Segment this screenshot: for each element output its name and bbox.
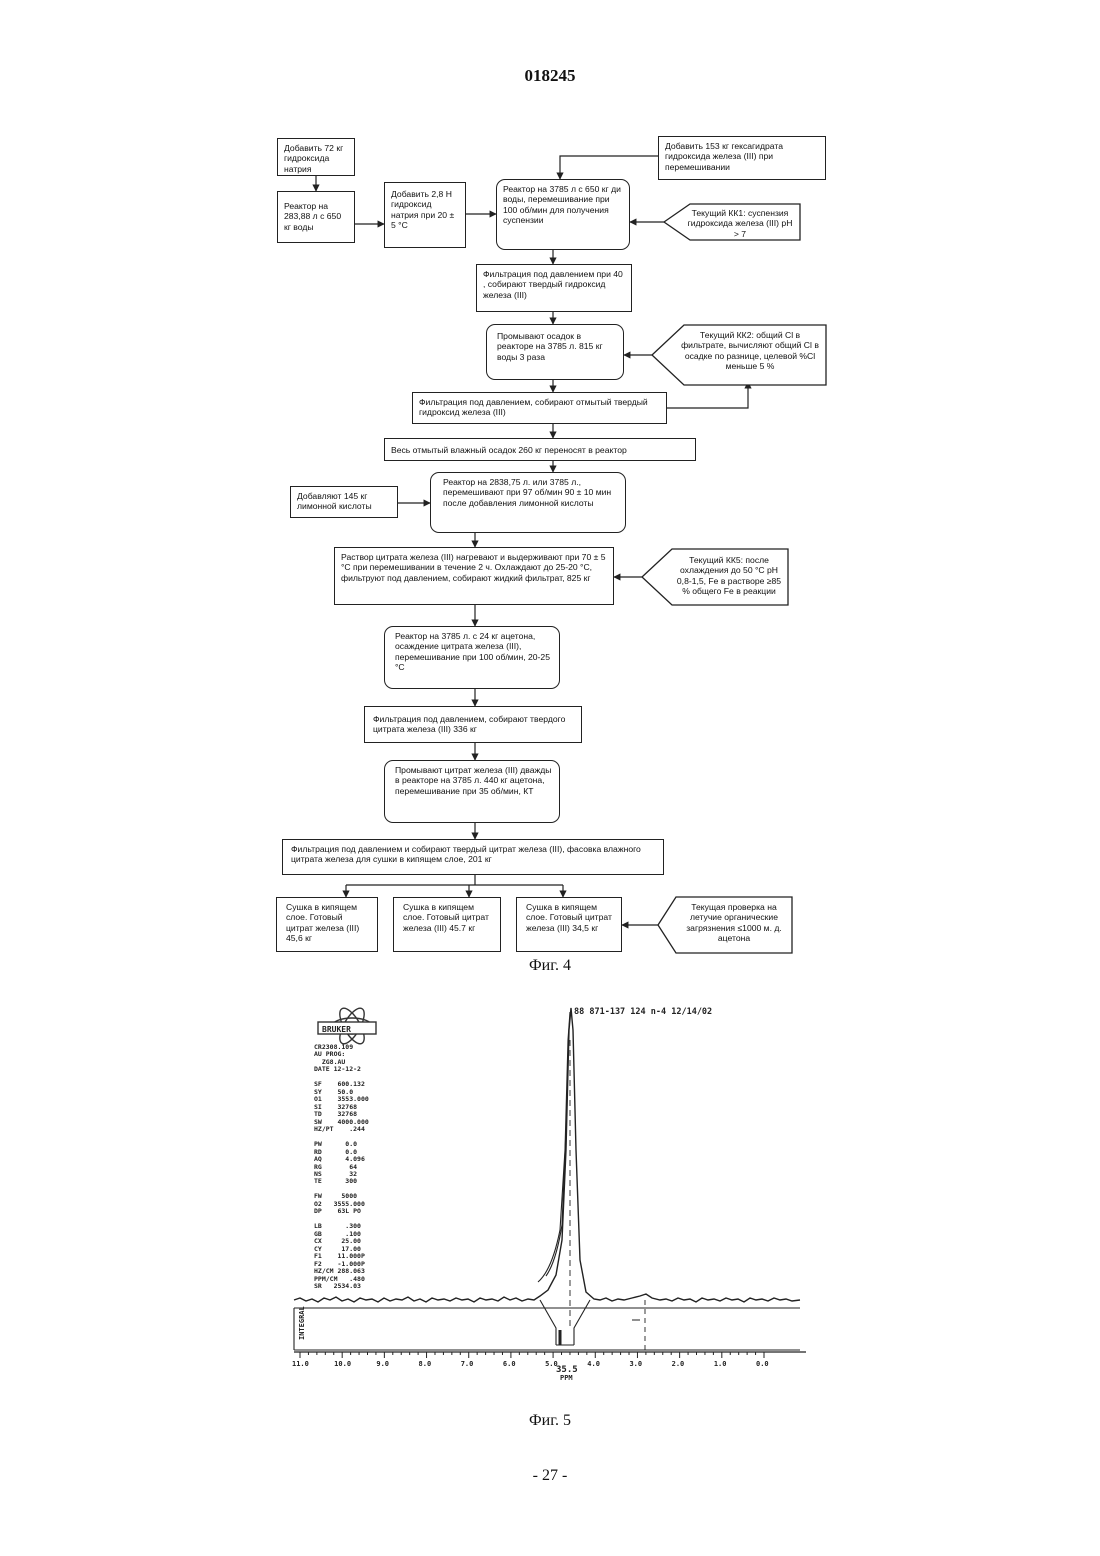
ppm-tick-label: 2.0 [672,1360,685,1368]
acquisition-parameters: CR2308.109 AU PROG: ZG8.AU DATE 12-12-2 … [314,1044,414,1290]
integral-region [294,1300,800,1350]
figure-5-caption: Фиг. 5 [450,1412,650,1430]
ppm-tick-label: 9.0 [376,1360,389,1368]
ppm-tick-label: 3.0 [629,1360,642,1368]
ppm-tick-label: 4.0 [587,1360,600,1368]
ppm-tick-label: 6.0 [503,1360,516,1368]
ppm-tick-label: 10.0 [334,1360,351,1368]
ppm-tick-label: 1.0 [714,1360,727,1368]
peak-integral-values: 35.5 [556,1365,578,1375]
ppm-tick-label: 0.0 [756,1360,769,1368]
ppm-label: PPM [560,1374,573,1382]
page-number: - 27 - [450,1467,650,1485]
integral-label: INTEGRAL [298,1306,306,1340]
handwritten-annotation: 88 871-137 124 n-4 12/14/02 [574,1007,712,1017]
ppm-tick-label: 11.0 [292,1360,309,1368]
ppm-tick-label: 8.0 [419,1360,432,1368]
logo-text: BRUKER [322,1025,351,1034]
ppm-tick-label: 7.0 [461,1360,474,1368]
